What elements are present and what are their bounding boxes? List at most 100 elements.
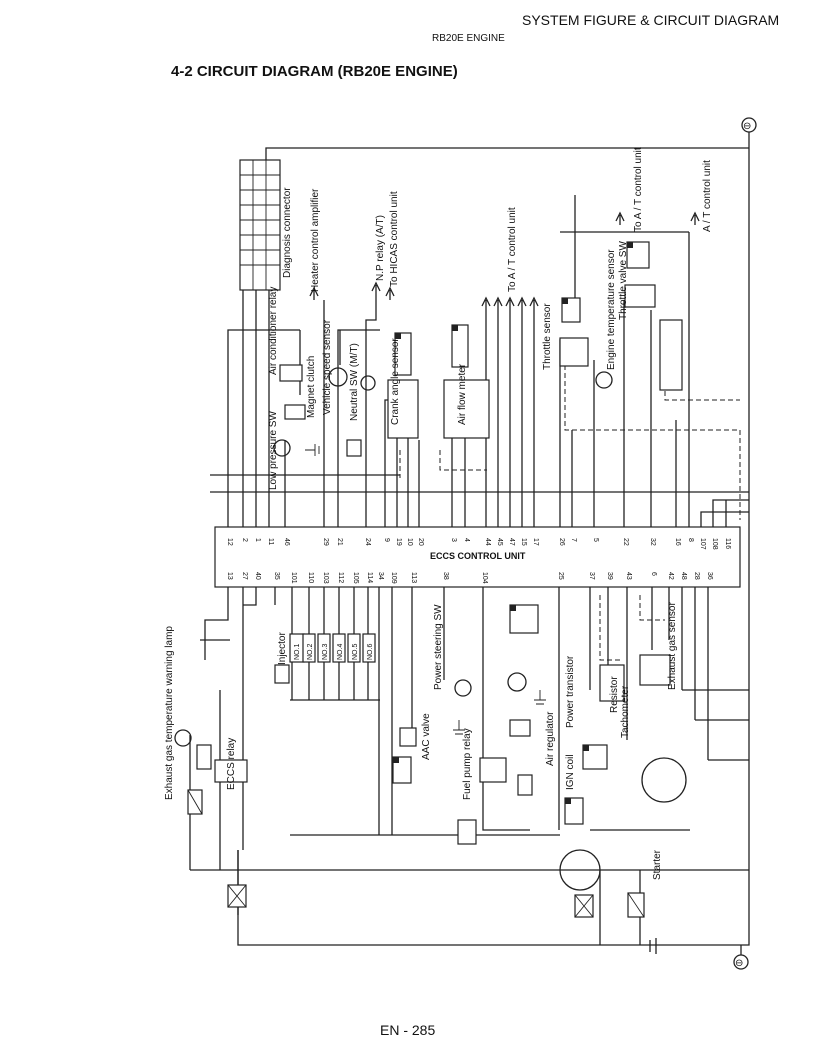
svg-text:17: 17: [532, 538, 539, 546]
label-air-conditioner-relay: Air conditioner relay: [268, 287, 279, 375]
svg-text:⊖: ⊖: [743, 121, 751, 132]
svg-text:⊖: ⊖: [735, 958, 743, 969]
svg-text:NO.5: NO.5: [352, 644, 359, 660]
svg-text:20: 20: [417, 538, 424, 546]
svg-text:22: 22: [622, 538, 629, 546]
pins-top-row: 12 2 1 11 46 29 21 24 9 19 10 20 3 4 44 …: [226, 538, 731, 550]
shield-lines: [399, 335, 741, 661]
label-eccs-relay: ECCS relay: [226, 738, 237, 790]
svg-text:36: 36: [706, 572, 713, 580]
svg-text:44: 44: [484, 538, 491, 546]
label-heater-control-amplifier: Heater control amplifier: [310, 188, 321, 292]
svg-text:21: 21: [336, 538, 343, 546]
svg-text:25: 25: [557, 572, 564, 580]
label-air-flow-meter: Air flow meter: [457, 363, 468, 425]
svg-text:104: 104: [481, 572, 488, 584]
svg-text:48: 48: [680, 572, 687, 580]
svg-text:5: 5: [592, 538, 599, 542]
label-to-hicas: To HICAS control unit: [389, 191, 400, 287]
section-title: 4-2 CIRCUIT DIAGRAM (RB20E ENGINE): [171, 63, 458, 80]
label-power-steering-sw: Power steering SW: [433, 604, 444, 690]
svg-text:13: 13: [226, 572, 233, 580]
svg-text:2: 2: [241, 538, 248, 542]
diagnosis-connector: [239, 159, 281, 291]
svg-text:28: 28: [693, 572, 700, 580]
svg-text:37: 37: [588, 572, 595, 580]
svg-text:105: 105: [352, 572, 359, 584]
svg-text:108: 108: [711, 538, 718, 550]
svg-text:10: 10: [406, 538, 413, 546]
svg-text:32: 32: [649, 538, 656, 546]
label-ign-coil: IGN coil: [565, 754, 576, 790]
svg-text:110: 110: [307, 572, 314, 583]
svg-text:40: 40: [254, 572, 261, 580]
label-diagnosis-connector: Diagnosis connector: [282, 187, 293, 278]
label-throttle-sensor: Throttle sensor: [542, 303, 553, 370]
page-number: EN - 285: [380, 1022, 436, 1038]
svg-text:103: 103: [322, 572, 329, 584]
page-header-title: SYSTEM FIGURE & CIRCUIT DIAGRAM: [522, 12, 780, 28]
eccs-control-unit: ECCS CONTROL UNIT: [214, 526, 741, 588]
svg-text:113: 113: [410, 572, 417, 583]
svg-text:45: 45: [496, 538, 503, 546]
svg-text:27: 27: [241, 572, 248, 580]
label-fuel-pump-relay: Fuel pump relay: [462, 728, 473, 800]
svg-text:114: 114: [366, 572, 373, 583]
label-exhaust-gas-temp-lamp: Exhaust gas temperature warning lamp: [164, 626, 175, 800]
svg-text:42: 42: [667, 572, 674, 580]
label-air-regulator: Air regulator: [545, 711, 556, 766]
label-low-pressure-sw: Low pressure SW: [268, 411, 279, 490]
connector-tags: [393, 242, 633, 804]
label-crank-angle-sensor: Crank angle sensor: [390, 338, 401, 425]
control-unit-label: ECCS CONTROL UNIT: [430, 551, 526, 561]
svg-text:4: 4: [463, 538, 470, 542]
component-shapes: [174, 241, 687, 918]
labels-left: Exhaust gas temperature warning lamp ECC…: [164, 602, 678, 880]
svg-text:109: 109: [390, 572, 397, 584]
svg-text:39: 39: [606, 572, 613, 580]
svg-text:NO.6: NO.6: [367, 644, 374, 660]
label-throttle-valve-sw: Throttle valve SW: [618, 241, 629, 320]
ground-symbol-bottom: ⊖: [733, 954, 749, 970]
svg-text:3: 3: [450, 538, 457, 542]
label-starter: Starter: [652, 849, 663, 880]
label-vehicle-speed-sensor: Vehicle speed sensor: [322, 319, 333, 415]
svg-text:43: 43: [625, 572, 632, 580]
svg-text:112: 112: [337, 572, 344, 583]
svg-text:9: 9: [383, 538, 390, 542]
injector-labels: NO.1 NO.2 NO.3 NO.4 NO.5 NO.6: [294, 644, 374, 660]
svg-text:47: 47: [508, 538, 515, 546]
signal-arrows: [309, 211, 700, 310]
svg-text:15: 15: [520, 538, 527, 546]
label-tachometer: Tachometer: [620, 685, 631, 738]
svg-text:NO.1: NO.1: [294, 644, 301, 660]
svg-text:35: 35: [273, 572, 280, 580]
svg-text:11: 11: [267, 538, 274, 545]
label-at-control-unit: A / T control unit: [702, 160, 713, 232]
svg-text:1: 1: [254, 538, 261, 542]
svg-text:101: 101: [290, 572, 297, 584]
pins-bottom-row: 13 27 40 35 101 110 103 112 105 114 34 1…: [226, 572, 713, 584]
svg-text:12: 12: [226, 538, 233, 546]
label-aac-valve: AAC valve: [421, 713, 432, 760]
svg-text:6: 6: [650, 572, 657, 576]
label-resistor: Resistor: [609, 676, 620, 713]
svg-text:NO.2: NO.2: [307, 644, 314, 660]
svg-text:107: 107: [699, 538, 706, 550]
label-injector: Injector: [277, 632, 288, 665]
label-to-at-control-unit-2: To A / T control unit: [633, 147, 644, 232]
svg-text:16: 16: [674, 538, 681, 546]
label-engine-temp-sensor: Engine temperature sensor: [606, 249, 617, 370]
svg-text:7: 7: [570, 538, 577, 542]
ground-symbol-top: ⊖: [741, 117, 757, 133]
page-header-subtitle: RB20E ENGINE: [432, 33, 505, 44]
label-to-at-control-unit-1: To A / T control unit: [507, 207, 518, 292]
label-neutral-sw: Neutral SW (M/T): [349, 343, 360, 421]
svg-text:38: 38: [442, 572, 449, 580]
svg-text:46: 46: [283, 538, 290, 546]
svg-text:34: 34: [377, 572, 384, 580]
svg-text:19: 19: [395, 538, 402, 546]
svg-text:NO.4: NO.4: [337, 644, 344, 660]
label-magnet-clutch: Magnet clutch: [306, 356, 317, 418]
